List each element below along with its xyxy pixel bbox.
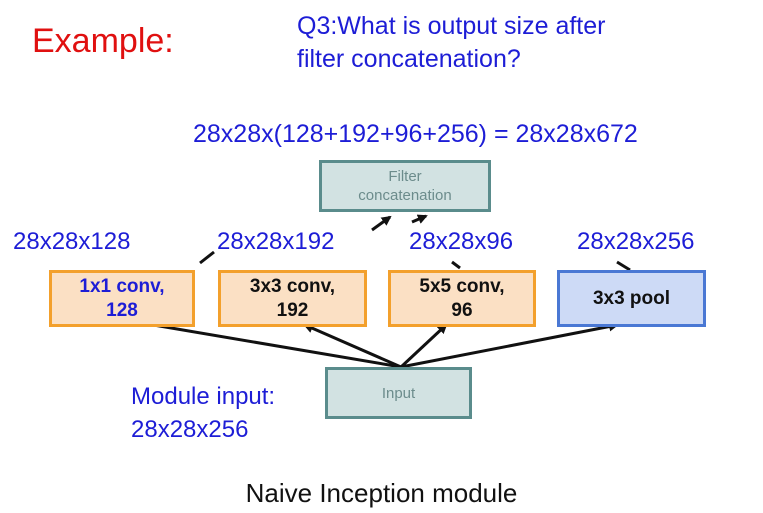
- filter-concat-line-1: Filter: [388, 168, 422, 185]
- arrow-input-to-3x3: [303, 323, 402, 369]
- arrow-input-to-5x5: [399, 323, 448, 369]
- conv-3x3-box: 3x3 conv, 192: [218, 270, 367, 327]
- arrow-5x5-to-concat: [411, 214, 428, 224]
- filter-concat-line-2: concatenation: [358, 187, 452, 204]
- arrow-pool-stub: [616, 260, 631, 272]
- conv-5x5-line-1: 5x5 conv,: [419, 275, 505, 297]
- filter-concatenation-box: Filter concatenation: [319, 160, 491, 212]
- arrow-input-to-pool: [400, 321, 619, 369]
- module-input-line-2: 28x28x256: [131, 416, 249, 443]
- diagram-caption: Naive Inception module: [245, 478, 518, 508]
- arrow-1x1-to-concat: [199, 250, 215, 265]
- output-size-equation: 28x28x(128+192+96+256) = 28x28x672: [193, 120, 638, 148]
- branch-dim-3x3: 28x28x192: [217, 228, 335, 255]
- arrow-3x3-to-concat: [371, 215, 392, 232]
- module-input-line-1: Module input:: [131, 383, 276, 410]
- module-input-text: Module input: 28x28x256: [131, 380, 275, 446]
- conv-3x3-line-1: 3x3 conv,: [249, 275, 336, 297]
- branch-dim-1x1: 28x28x128: [13, 228, 131, 255]
- conv-5x5-box: 5x5 conv, 96: [388, 270, 536, 327]
- conv-1x1-line-1: 1x1 conv,: [79, 275, 165, 297]
- question-line-2: filter concatenation?: [297, 45, 521, 73]
- input-box: Input: [325, 367, 472, 419]
- input-box-label: Input: [381, 384, 416, 402]
- question-line-1: Q3:What is output size after: [297, 12, 606, 40]
- arrow-5x5-stub: [451, 260, 461, 270]
- example-label: Example:: [32, 22, 174, 60]
- question-text: Q3:What is output size after filter conc…: [297, 10, 605, 76]
- conv-5x5-line-2: 96: [451, 299, 473, 321]
- pool-3x3-box: 3x3 pool: [557, 270, 706, 327]
- conv-1x1-line-2: 128: [106, 299, 138, 321]
- pool-3x3-label: 3x3 pool: [592, 287, 671, 309]
- branch-dim-pool: 28x28x256: [577, 228, 695, 255]
- conv-1x1-box: 1x1 conv, 128: [49, 270, 195, 327]
- conv-3x3-line-2: 192: [276, 299, 309, 321]
- branch-dim-5x5: 28x28x96: [409, 228, 514, 255]
- arrow-input-to-1x1: [128, 317, 402, 369]
